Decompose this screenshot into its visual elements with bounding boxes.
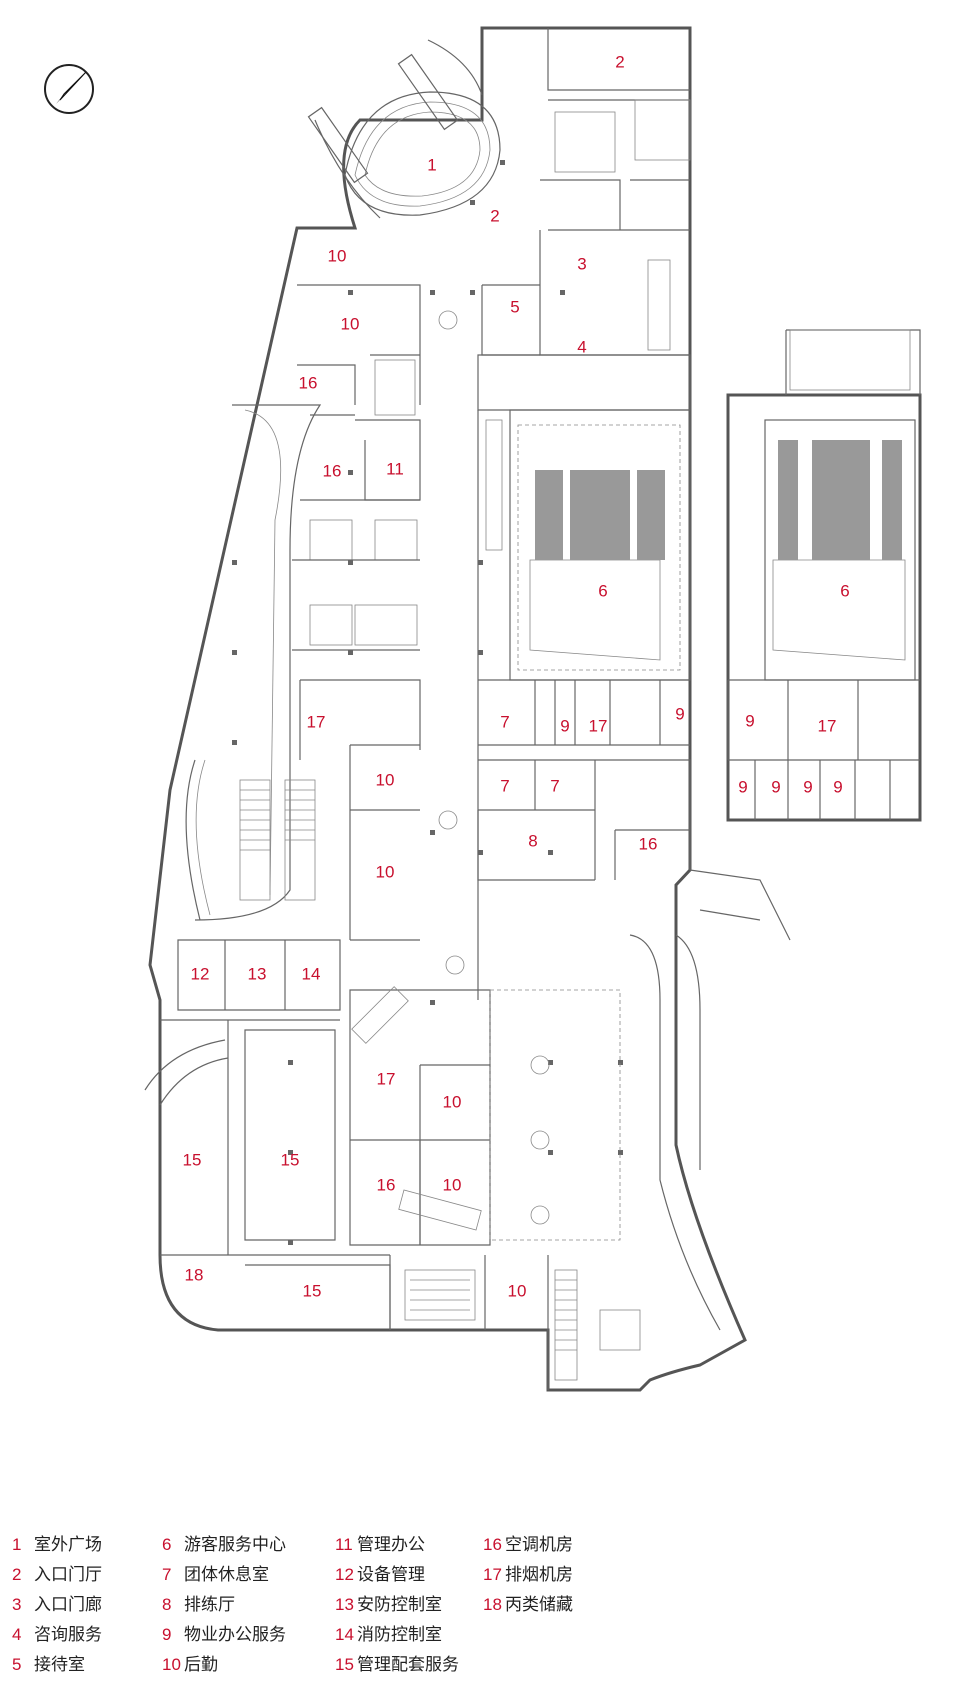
south-middle-rooms [349,310,791,1381]
room-label: 5 [510,297,519,316]
room-label: 3 [577,254,586,273]
north-arrow-icon [44,64,94,114]
room-label: 9 [771,777,780,796]
room-label: 10 [443,1092,462,1111]
room-label: 9 [833,777,842,796]
room-label: 7 [550,776,559,795]
room-label: 17 [589,716,608,735]
room-label: 10 [508,1281,527,1300]
room-label: 16 [377,1175,396,1194]
room-label: 10 [376,862,395,881]
room-label: 2 [615,52,624,71]
room-label: 9 [738,777,747,796]
floor-plan: 1 2 2 3 4 5 6 6 7 7 7 8 9 9 9 9 9 9 9 10… [44,26,922,1392]
auditorium-main [477,354,691,1000]
room-label: 10 [328,246,347,265]
room-label: 17 [818,716,837,735]
room-label: 15 [281,1150,300,1169]
room-label: 9 [675,704,684,723]
room-label: 8 [528,831,537,850]
room-label: 10 [443,1175,462,1194]
columns [232,160,623,1245]
room-label: 17 [307,712,326,731]
west-stairs [185,759,316,921]
middle-rooms [299,679,691,941]
room-label: 10 [376,770,395,789]
room-label: 9 [560,716,569,735]
room-label: 16 [639,834,658,853]
room-label: 9 [745,711,754,730]
south-rooms [160,939,549,1390]
room-label: 2 [490,206,499,225]
room-label: 14 [302,964,321,983]
room-label: 13 [248,964,267,983]
room-labels: 1 2 2 3 4 5 6 6 7 7 7 8 9 9 9 9 9 9 9 10… [183,52,850,1300]
plaza-amphitheater [307,39,501,219]
room-label: 1 [427,155,436,174]
room-label: 17 [377,1069,396,1088]
room-label: 11 [386,459,404,478]
room-label: 15 [183,1150,202,1169]
room-label: 18 [185,1265,204,1284]
room-label: 6 [840,581,849,600]
room-label: 7 [500,776,509,795]
room-label: 10 [341,314,360,333]
southwest-stair [144,1039,229,1106]
auditorium-annex [727,329,920,820]
seating-block [535,470,665,560]
room-label: 16 [299,373,318,392]
room-label: 7 [500,712,509,731]
room-label: 9 [803,777,812,796]
room-label: 16 [323,461,342,480]
room-label: 4 [577,337,586,356]
room-label: 12 [191,964,210,983]
room-label: 6 [598,581,607,600]
room-label: 15 [303,1281,322,1300]
